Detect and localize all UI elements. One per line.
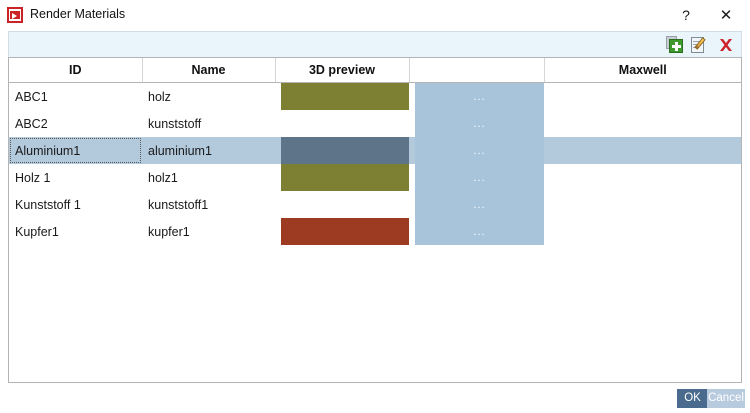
table-header-row: ID Name 3D preview Maxwell (9, 58, 741, 83)
cell-action[interactable]: ... (409, 218, 544, 245)
material-color-swatch (281, 83, 409, 110)
cell-maxwell[interactable] (544, 164, 741, 191)
window-title: Render Materials (30, 7, 126, 21)
cell-3d-preview[interactable] (275, 137, 409, 164)
cell-maxwell[interactable] (544, 82, 741, 110)
cell-action[interactable]: ... (409, 82, 544, 110)
cell-name[interactable]: kunststoff1 (142, 191, 275, 218)
browse-ellipsis-button[interactable]: ... (415, 110, 544, 137)
browse-ellipsis-button[interactable]: ... (415, 218, 544, 245)
cell-3d-preview[interactable] (275, 82, 409, 110)
cell-action[interactable]: ... (409, 191, 544, 218)
dialog-footer: OK Cancel (0, 384, 750, 413)
cell-maxwell[interactable] (544, 191, 741, 218)
cancel-button[interactable]: Cancel (707, 389, 745, 408)
cell-action[interactable]: ... (409, 164, 544, 191)
cell-id[interactable]: ABC1 (9, 82, 142, 110)
ok-button[interactable]: OK (677, 389, 708, 408)
edit-material-icon[interactable] (691, 36, 709, 54)
cell-3d-preview[interactable] (275, 110, 409, 137)
material-color-swatch (281, 218, 409, 245)
cell-id[interactable]: ABC2 (9, 110, 142, 137)
cell-maxwell[interactable] (544, 137, 741, 164)
material-color-swatch (281, 137, 409, 164)
browse-ellipsis-button[interactable]: ... (415, 191, 544, 218)
cell-id[interactable]: Holz 1 (9, 164, 142, 191)
cell-name[interactable]: holz (142, 82, 275, 110)
title-bar: Render Materials ? ✕ (0, 0, 750, 31)
toolbar-icon-group (665, 36, 735, 54)
help-button[interactable]: ? (668, 0, 704, 30)
browse-ellipsis-button[interactable]: ... (415, 164, 544, 191)
cell-maxwell[interactable] (544, 110, 741, 137)
cell-name[interactable]: holz1 (142, 164, 275, 191)
column-header-id[interactable]: ID (9, 58, 143, 83)
cell-name[interactable]: aluminium1 (142, 137, 275, 164)
column-header-action[interactable] (409, 58, 545, 83)
column-header-maxwell[interactable]: Maxwell (544, 58, 741, 83)
cell-action[interactable]: ... (409, 110, 544, 137)
delete-material-icon[interactable] (717, 36, 735, 54)
cell-3d-preview[interactable] (275, 191, 409, 218)
close-button[interactable]: ✕ (708, 0, 744, 30)
cell-id[interactable]: Aluminium1 (9, 137, 142, 164)
cell-name[interactable]: kunststoff (142, 110, 275, 137)
column-header-name[interactable]: Name (142, 58, 276, 83)
cell-3d-preview[interactable] (275, 218, 409, 245)
column-header-3d-preview[interactable]: 3D preview (275, 58, 410, 83)
cell-id[interactable]: Kunststoff 1 (9, 191, 142, 218)
cell-name[interactable]: kupfer1 (142, 218, 275, 245)
app-icon (7, 7, 23, 23)
cell-3d-preview[interactable] (275, 164, 409, 191)
toolbar (8, 31, 742, 57)
browse-ellipsis-button[interactable]: ... (415, 83, 544, 110)
cell-id[interactable]: Kupfer1 (9, 218, 142, 245)
cell-maxwell[interactable] (544, 218, 741, 245)
browse-ellipsis-button[interactable]: ... (415, 137, 544, 164)
material-color-swatch (281, 164, 409, 191)
add-material-icon[interactable] (665, 36, 683, 54)
cell-action[interactable]: ... (409, 137, 544, 164)
